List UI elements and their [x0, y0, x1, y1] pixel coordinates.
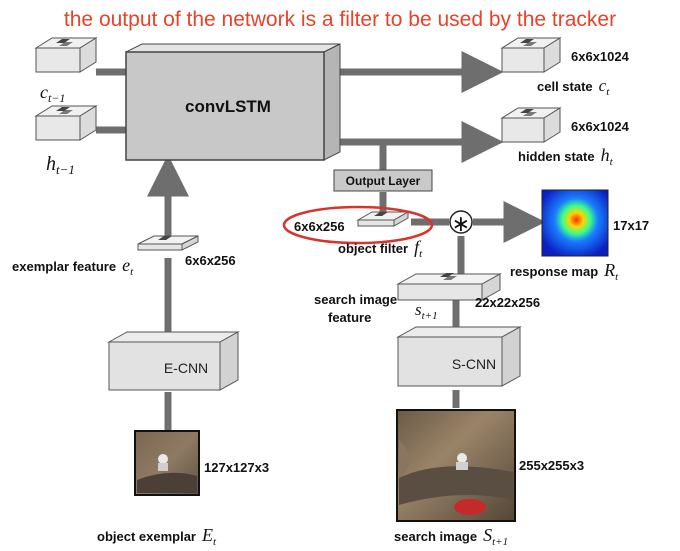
s-cnn-label: S-CNN [452, 356, 496, 372]
output-layer-label: Output Layer [346, 174, 421, 188]
search-image [396, 409, 516, 522]
exemplar-image-dims: 127x127x3 [204, 460, 269, 475]
cube-cell-state [500, 37, 562, 73]
cube-c-prev [34, 37, 98, 73]
cyclist-icon [158, 454, 168, 464]
grid-icon [56, 39, 73, 46]
response-map-dims: 17x17 [613, 218, 649, 233]
search-feature-symbol: st+1 [415, 300, 438, 322]
grid-icon [56, 107, 73, 114]
e-cnn-label: E-CNN [164, 360, 208, 376]
cell-state-dims: 6x6x1024 [571, 49, 630, 64]
h-prev-label: ht−1 [46, 153, 75, 177]
caption: the output of the network is a filter to… [64, 8, 616, 31]
grid-icon [374, 212, 388, 216]
cube-hidden-state [500, 107, 562, 143]
convlstm-label: convLSTM [185, 97, 271, 116]
asterisk-icon: ∗ [452, 212, 470, 237]
cyclist-icon [457, 453, 467, 463]
cube-h-prev [34, 105, 98, 141]
convolution-operator: ∗ [449, 210, 473, 237]
response-map-heatmap [541, 189, 609, 257]
connections [96, 51, 546, 431]
exemplar-feature-dims: 6x6x256 [185, 253, 236, 268]
grid-icon [440, 273, 457, 280]
exemplar-feature-slab [137, 235, 199, 251]
grid-icon [520, 109, 537, 116]
highlight-ring [282, 205, 434, 245]
grid-icon [158, 236, 172, 240]
convlstm-block: convLSTM [125, 43, 341, 161]
grid-icon [520, 39, 537, 46]
logo-mark [454, 499, 486, 515]
hidden-state-dims: 6x6x1024 [571, 119, 630, 134]
exemplar-image [134, 430, 200, 496]
e-cnn-block: E-CNN [107, 331, 240, 391]
s-cnn-block: S-CNN [396, 326, 522, 387]
search-image-dims: 255x255x3 [519, 458, 584, 473]
object-filter-dims: 6x6x256 [294, 219, 345, 234]
search-feature-label-line2: feature [328, 310, 371, 325]
search-feature-slab [396, 273, 502, 301]
search-feature-dims: 22x22x256 [475, 295, 540, 310]
output-layer: Output Layer [333, 169, 433, 192]
search-feature-label-line1: search image [314, 292, 397, 307]
object-filter-slab [356, 211, 410, 227]
c-prev-label: ct−1 [40, 82, 65, 105]
